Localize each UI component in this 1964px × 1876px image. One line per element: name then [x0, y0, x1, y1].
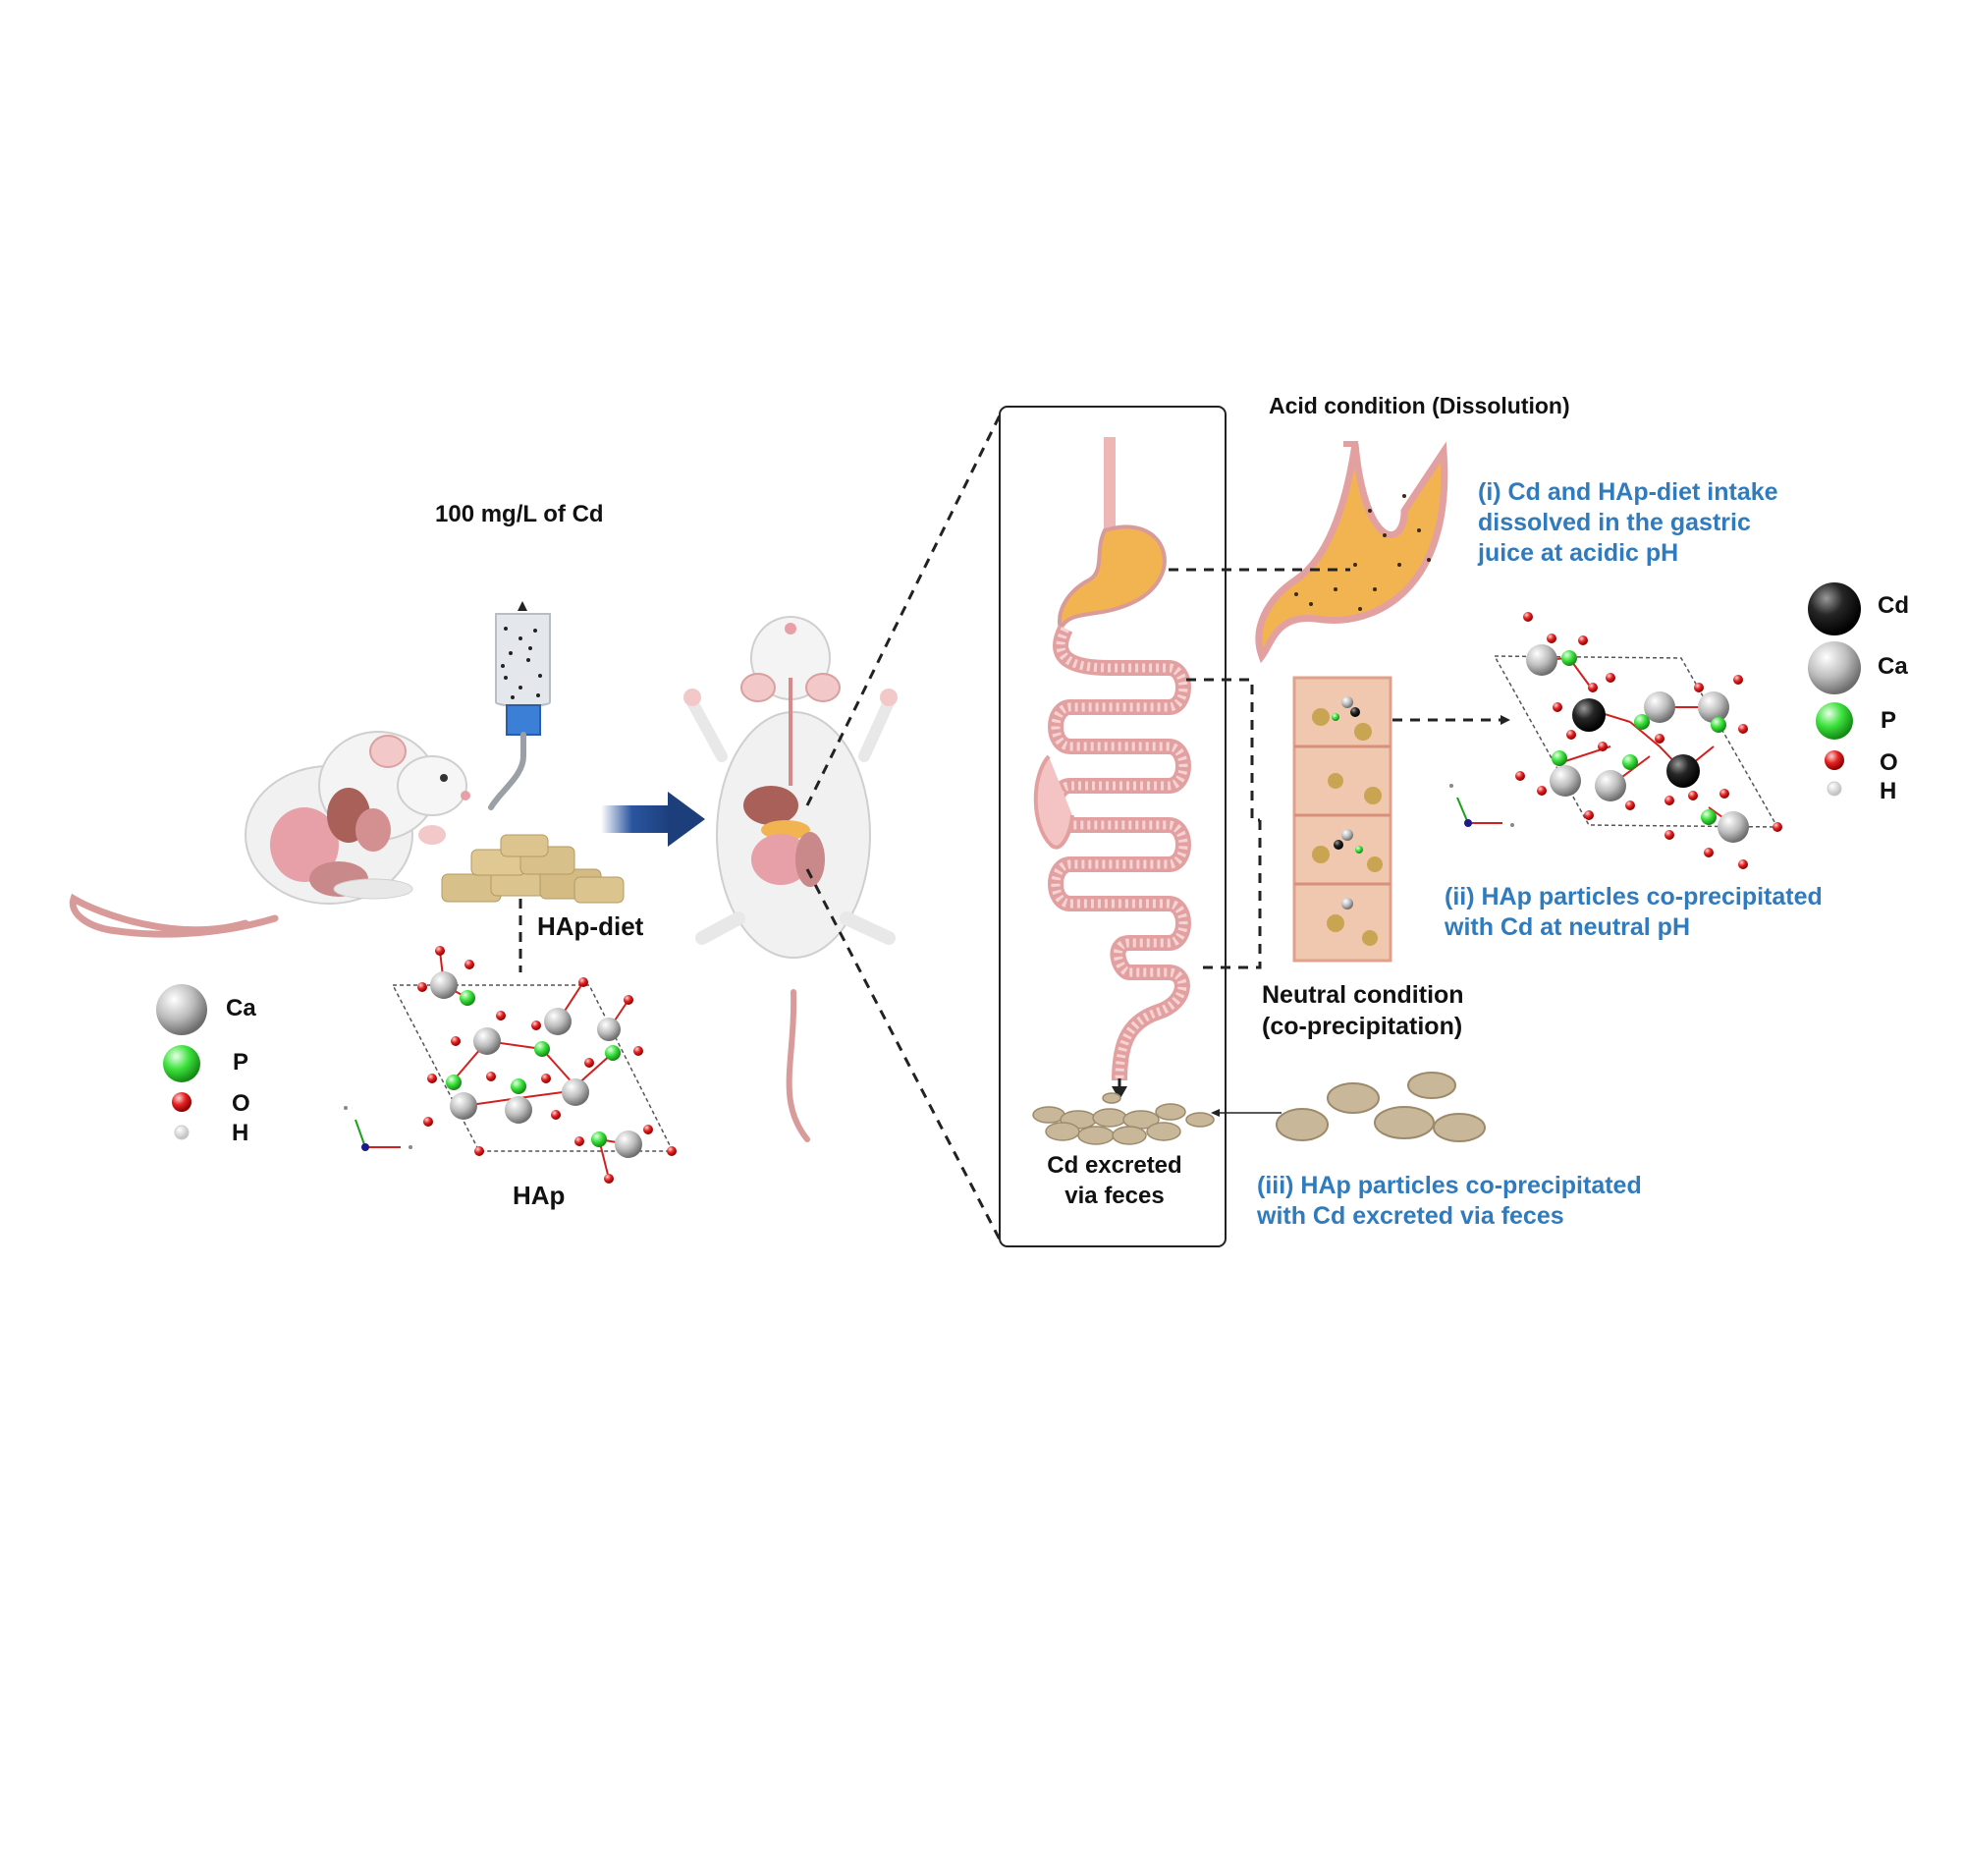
legend-p-atom-right — [1816, 702, 1853, 740]
legend-p-atom — [163, 1045, 200, 1082]
intestine-segment-illustration — [1292, 676, 1392, 963]
step2-line1: (ii) HAp particles co-precipitated — [1445, 883, 1823, 910]
gi-tract-panel — [999, 406, 1227, 1247]
legend-right-atoms — [1808, 582, 1861, 797]
stomach-detail-illustration — [1255, 441, 1448, 664]
legend-left-o: O — [232, 1090, 250, 1117]
mouse-sitting-illustration — [69, 731, 470, 938]
legend-left-h: H — [232, 1120, 249, 1146]
legend-cd-atom — [1808, 582, 1861, 635]
step3-line1: (iii) HAp particles co-precipitated — [1257, 1172, 1642, 1199]
hap-cd-crystal-structure — [1449, 612, 1782, 869]
legend-right-o: O — [1880, 749, 1898, 776]
legend-left-p: P — [233, 1049, 249, 1076]
legend-left-atoms — [156, 984, 207, 1140]
legend-left-ca: Ca — [226, 995, 256, 1021]
gi-stomach — [1058, 524, 1167, 635]
legend-o-atom-right — [1825, 750, 1844, 770]
mouse-anatomy-illustration — [683, 616, 898, 1142]
gi-cecum — [1033, 754, 1074, 850]
axis-triad-right — [1449, 784, 1514, 827]
legend-o-atom — [172, 1092, 191, 1112]
excreted-line2: via feces — [1064, 1183, 1165, 1209]
neutral-condition-line2: (co-precipitation) — [1262, 1013, 1463, 1040]
excreted-line1: Cd excreted — [1047, 1152, 1182, 1179]
feces-detail — [1276, 1072, 1486, 1142]
water-bottle-illustration — [488, 601, 551, 810]
step2-line2: with Cd at neutral pH — [1445, 913, 1690, 941]
step1-line3: juice at acidic pH — [1478, 539, 1679, 567]
detail-connectors — [1169, 568, 1502, 969]
step3-line2: with Cd excreted via feces — [1257, 1202, 1564, 1230]
zoom-connectors — [805, 414, 1002, 1241]
legend-h-atom-right — [1827, 781, 1842, 797]
step2-caption: (ii) HAp particles co-precipitated with … — [1445, 882, 1823, 943]
connector-arrowhead — [1500, 715, 1510, 725]
hap-diet-label: HAp-diet — [537, 911, 644, 941]
feces-pile-gi — [1032, 1092, 1215, 1145]
legend-ca-atom — [156, 984, 207, 1035]
legend-right-h: H — [1880, 778, 1897, 804]
neutral-condition-caption: Neutral condition (co-precipitation) — [1262, 979, 1464, 1042]
neutral-condition-line1: Neutral condition — [1262, 981, 1464, 1009]
legend-h-atom — [174, 1125, 190, 1140]
step1-line2: dissolved in the gastric — [1478, 509, 1751, 536]
hap-label: HAp — [513, 1181, 566, 1210]
hap-crystal-structure-left — [344, 946, 677, 1184]
step1-caption: (i) Cd and HAp-diet intake dissolved in … — [1478, 477, 1778, 569]
process-arrow — [601, 792, 705, 847]
legend-ca-atom-right — [1808, 641, 1861, 694]
acid-condition-label: Acid condition (Dissolution) — [1269, 393, 1570, 418]
hap-diet-pellets — [441, 834, 625, 904]
step1-line1: (i) Cd and HAp-diet intake — [1478, 478, 1778, 506]
step3-caption: (iii) HAp particles co-precipitated with… — [1257, 1171, 1642, 1232]
axis-triad-left — [344, 1106, 412, 1151]
legend-right-ca: Ca — [1878, 653, 1908, 680]
gi-tract-illustration — [1033, 437, 1191, 1100]
cd-dose-label: 100 mg/L of Cd — [435, 501, 604, 527]
feces-arrowhead — [1211, 1109, 1220, 1117]
legend-right-cd: Cd — [1878, 592, 1909, 619]
legend-right-p: P — [1881, 707, 1897, 734]
excreted-caption: Cd excreted via feces — [1036, 1150, 1193, 1211]
